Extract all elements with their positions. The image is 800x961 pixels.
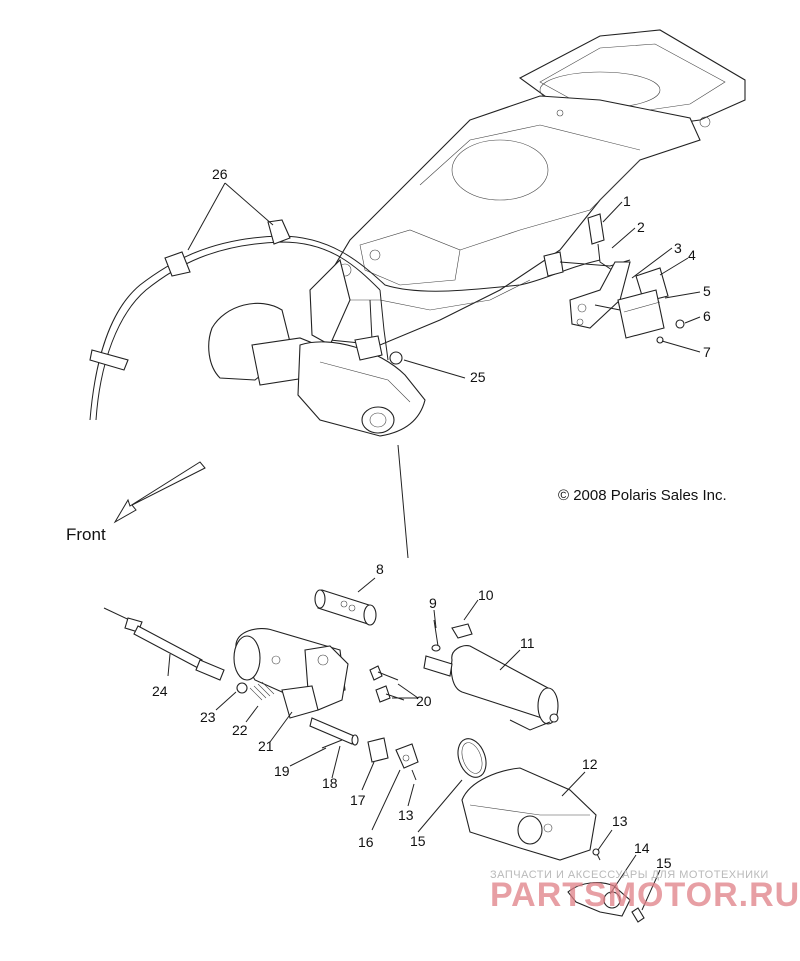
callout-13a: 13 (398, 807, 414, 823)
callout-24: 23 (200, 709, 216, 725)
callout-1: 1 (623, 193, 631, 209)
front-arrow (113, 461, 206, 524)
callout-14: 14 (634, 840, 650, 856)
watermark: ЗАПЧАСТИ И АКСЕССУАРЫ ДЛЯ МОТОТЕХНИКИ PA… (490, 869, 800, 914)
leader-lines-upper (187, 182, 701, 559)
callout-5: 5 (703, 283, 711, 299)
copyright-text: © 2008 Polaris Sales Inc. (558, 487, 727, 504)
callout-2: 2 (637, 219, 645, 235)
callout-3: 3 (674, 240, 682, 256)
callout-labels: 26 1 2 3 4 5 6 7 25 8 9 10 11 20 24 23 2… (152, 166, 711, 871)
callout-25: 24 (152, 683, 168, 699)
leader-lines-lower (167, 577, 661, 911)
callout-26: 25 (470, 369, 486, 385)
callout-21: 20 (416, 693, 432, 709)
connector-parts (543, 213, 685, 344)
callout-7: 7 (703, 344, 711, 360)
callout-27: 26 (212, 166, 228, 182)
watermark-logo: PARTSMOTOR.RU (490, 876, 800, 914)
callout-15: 15 (656, 855, 672, 871)
callout-10: 10 (478, 587, 494, 603)
wire-harness (89, 219, 601, 421)
airbox-assembly (208, 302, 426, 437)
callout-13b: 13 (612, 813, 628, 829)
callout-9: 9 (429, 595, 437, 611)
callout-23: 22 (232, 722, 248, 738)
callout-18: 17 (350, 792, 366, 808)
chassis-frame (309, 29, 746, 346)
callout-19: 18 (322, 775, 338, 791)
callout-12: 12 (582, 756, 598, 772)
callout-8: 8 (376, 561, 384, 577)
callout-6: 6 (703, 308, 711, 324)
callout-17: 16 (358, 834, 374, 850)
callout-11: 11 (520, 635, 535, 651)
callout-4: 4 (688, 247, 696, 263)
front-label: Front (66, 525, 106, 544)
watermark-tagline: ЗАПЧАСТИ И АКСЕССУАРЫ ДЛЯ МОТОТЕХНИКИ (490, 869, 769, 881)
callout-16: 15 (410, 833, 426, 849)
exploded-parts (103, 589, 645, 923)
callout-22: 21 (258, 738, 274, 754)
callout-20: 19 (274, 763, 290, 779)
